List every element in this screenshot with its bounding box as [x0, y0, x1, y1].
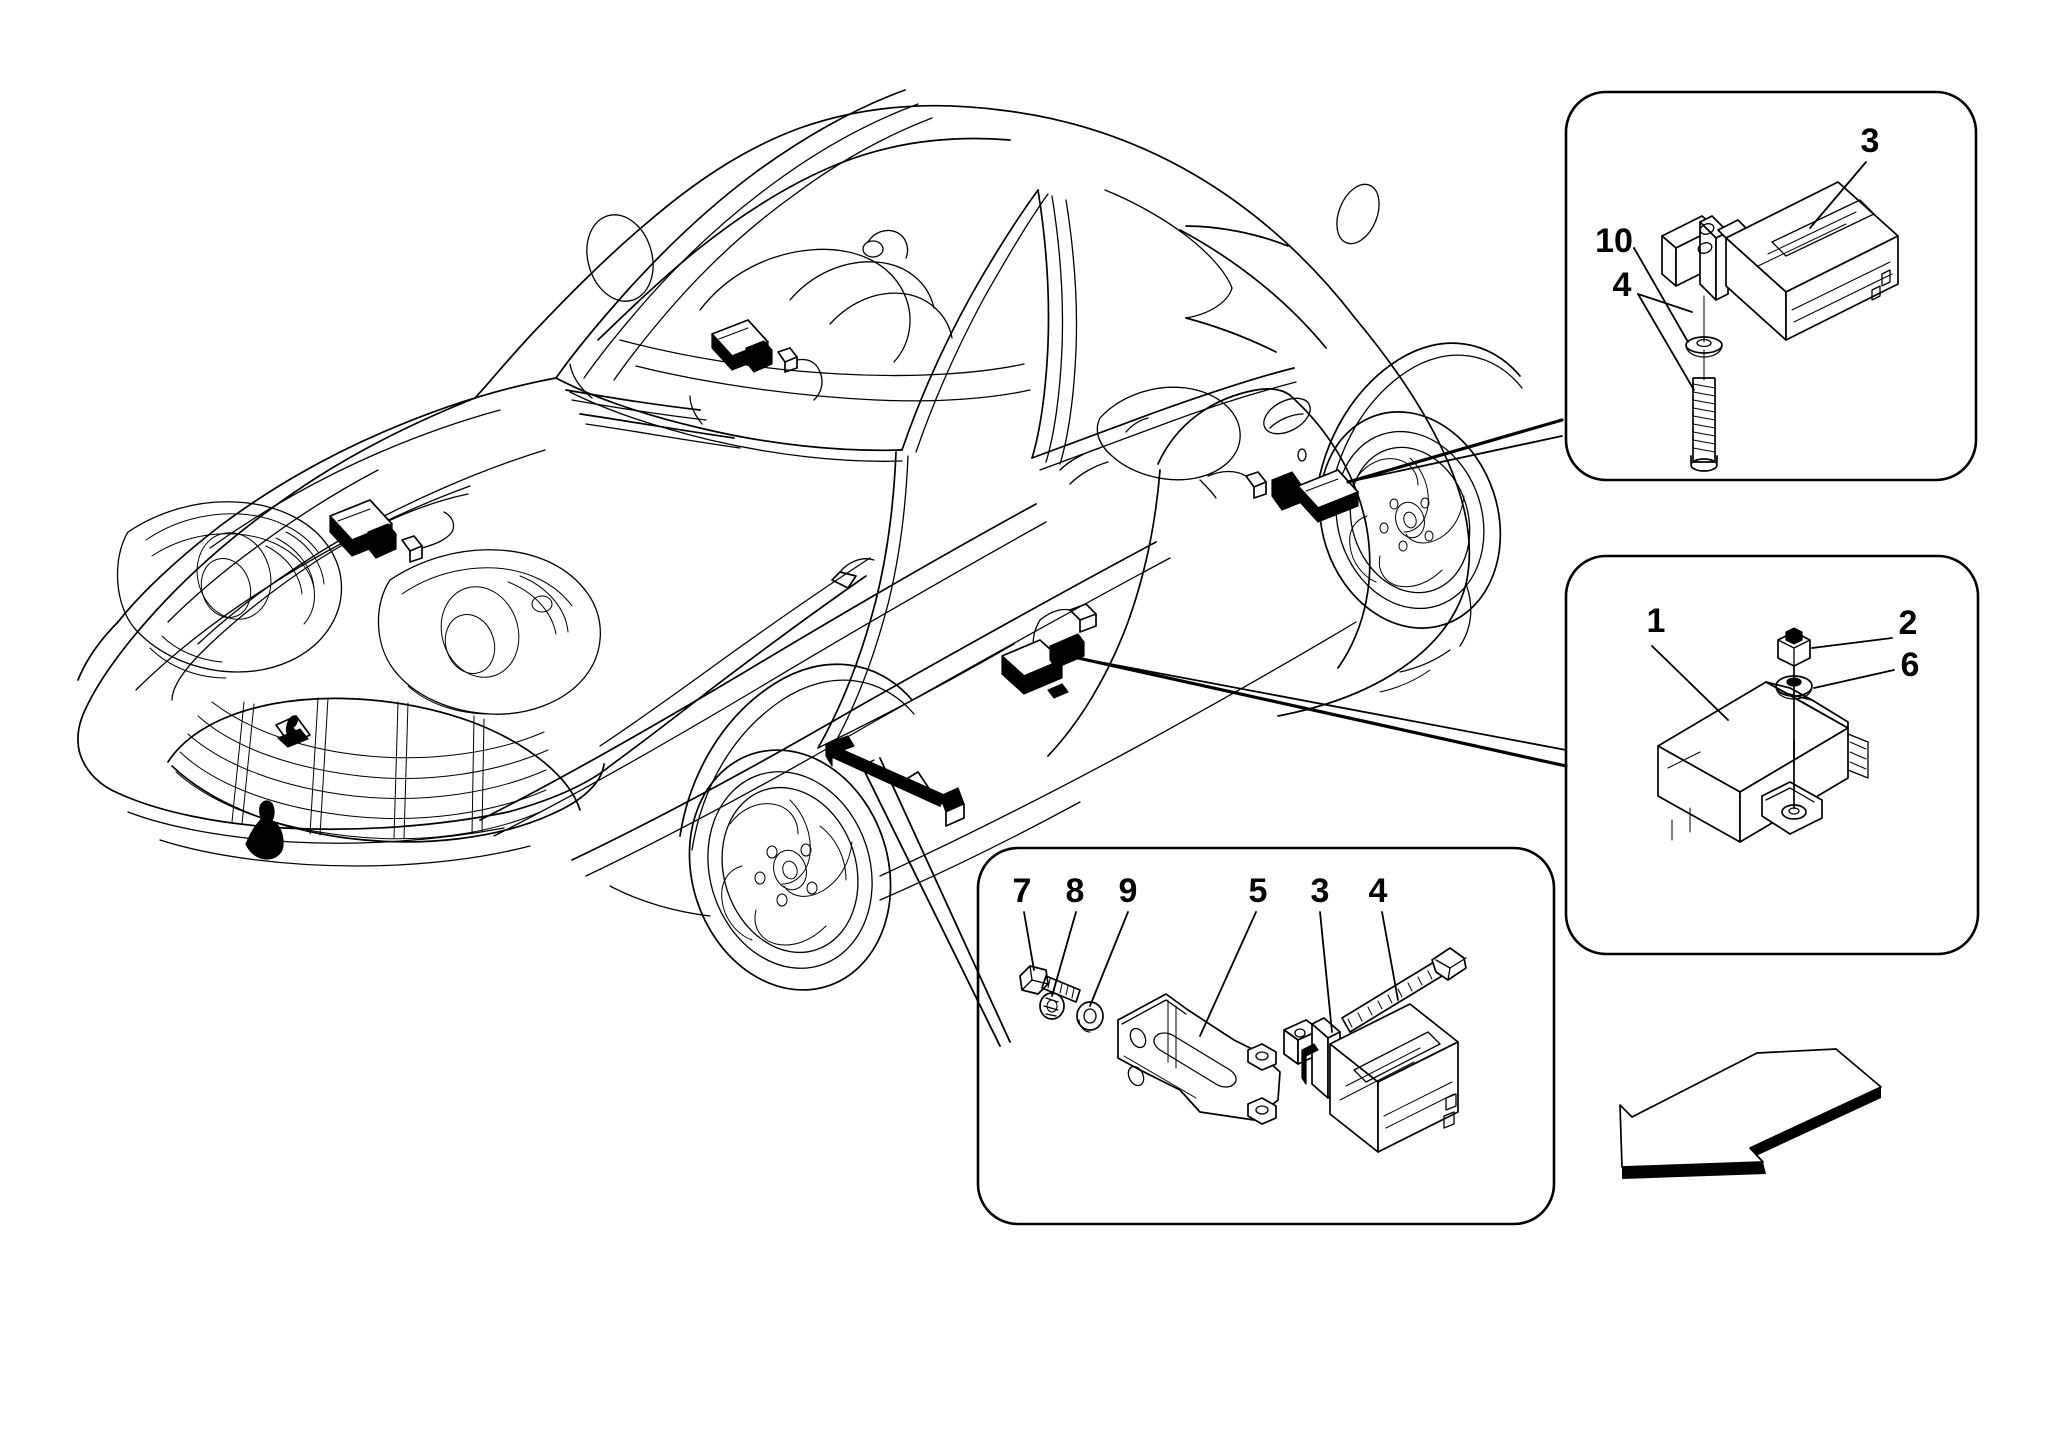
lock-washer-part	[1039, 992, 1065, 1020]
callout-label-3-top: 3	[1861, 122, 1880, 160]
screw-part	[1690, 377, 1718, 472]
sensor-on-dashboard	[711, 319, 823, 401]
accelerometer-sensor-part-bottom	[1283, 1003, 1459, 1153]
ferrari-shield-grille	[245, 800, 284, 860]
callout-label-6: 6	[1901, 646, 1920, 684]
ecu-on-sill	[1001, 603, 1097, 699]
washer-part	[1685, 336, 1723, 358]
leader-sill-ecu	[1076, 656, 1568, 768]
callout-label-4-bottom: 4	[1369, 872, 1388, 910]
callout-label-3-bottom: 3	[1311, 872, 1330, 910]
sensor-bracket-on-front-wheel	[825, 558, 965, 827]
hood-badge	[275, 715, 311, 748]
callout-box-sensor: 3 10 4	[1564, 90, 1978, 482]
sensor-on-door	[1199, 469, 1359, 523]
accelerometer-sensor-part	[1661, 181, 1899, 341]
rear-wheel	[1318, 411, 1502, 629]
callout-label-5: 5	[1249, 872, 1268, 910]
bolt-part	[1019, 965, 1081, 1003]
nut-part	[1777, 627, 1811, 667]
car-illustration	[77, 89, 1523, 991]
callout-label-4-top: 4	[1613, 266, 1632, 304]
screw-part-bottom	[1341, 947, 1467, 1033]
callout-label-1: 1	[1647, 602, 1666, 640]
leader-door-sensor	[1346, 418, 1564, 484]
callout-box-ecu: 1 2 6	[1564, 554, 1980, 956]
washer-6-part	[1775, 675, 1813, 700]
control-unit-part	[1657, 681, 1869, 843]
mounting-bracket-part	[1117, 993, 1281, 1125]
flat-washer-part	[1076, 1001, 1104, 1033]
front-wheel	[688, 749, 892, 991]
callout-box-bracket: 7 8 9 5 3 4	[976, 846, 1556, 1226]
callout-label-10: 10	[1595, 222, 1633, 260]
sensor-on-hood	[329, 499, 455, 563]
direction-arrow	[1619, 1048, 1882, 1179]
callout-label-8: 8	[1066, 872, 1085, 910]
callout-label-9: 9	[1119, 872, 1138, 910]
callout-label-7: 7	[1013, 872, 1032, 910]
callout-label-2: 2	[1899, 604, 1918, 642]
leader-front-bracket-2	[879, 757, 1011, 1043]
